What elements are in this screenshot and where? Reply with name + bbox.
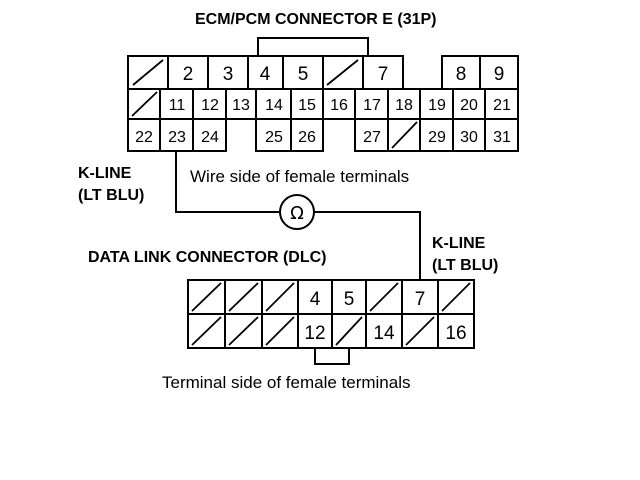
ecm-pin-label: 2: [183, 64, 194, 85]
ecm-cell-15: [290, 88, 324, 120]
ecm-cell-31: [484, 118, 519, 152]
dlc-pin-label: 16: [445, 323, 466, 344]
dlc-cell-7: [401, 279, 439, 315]
ecm-pin-label: 25: [265, 129, 283, 146]
dlc-cell-blank-10-slash: [228, 316, 259, 346]
dlc-cell-blank-9-slash: [191, 316, 222, 346]
dlc-cell-blank-15-slash: [405, 316, 435, 346]
ecm-cell-23: [159, 118, 194, 152]
ecm-cell-12: [192, 88, 227, 120]
ecm-pin-label: 27: [363, 129, 381, 146]
dlc-cell-blank-3-slash: [265, 282, 295, 312]
dlc-terminal-side-caption: Terminal side of female terminals: [162, 373, 410, 392]
dlc-pin-label: 7: [415, 289, 426, 310]
ecm-pin-label: 5: [298, 64, 309, 85]
ecm-pin-label: 20: [460, 97, 478, 114]
ecm-connector: 2 3 4 5 7 8 9 11 12 13 14 15 16 17 18 19…: [127, 37, 519, 152]
ecm-cell-blank-1-slash: [132, 59, 164, 86]
dlc-cell-blank-1-slash: [191, 282, 222, 312]
ecm-pin-label: 13: [232, 97, 250, 114]
ecm-pin-label: 12: [201, 97, 219, 114]
dlc-pin-label: 12: [304, 323, 325, 344]
dlc-cell-blank-2-slash: [228, 282, 259, 312]
dlc-title: DATA LINK CONNECTOR (DLC): [88, 249, 327, 266]
ecm-pin-label: 16: [330, 97, 348, 114]
ecm-pin-label: 11: [169, 97, 186, 114]
ecm-cell-21: [484, 88, 519, 120]
ecm-pin-label: 29: [428, 129, 446, 146]
dlc-cell-16: [437, 313, 475, 349]
ecm-pin-label: 4: [260, 64, 271, 85]
dlc-pin-label: 14: [373, 323, 395, 344]
ecm-pin-label: 24: [201, 129, 219, 146]
dlc-pin-label: 5: [344, 289, 355, 310]
ecm-pin-label: 31: [493, 129, 511, 146]
ecm-cell-14: [255, 88, 292, 120]
ecm-pin-label: 19: [428, 97, 446, 114]
dlc-cell-blank-11-slash: [265, 316, 295, 346]
k-line-color-right: (LT BLU): [432, 257, 498, 274]
ecm-cell-29: [419, 118, 454, 152]
ecm-wire-side-caption: Wire side of female terminals: [190, 167, 409, 186]
ecm-cell-blank-28-slash: [391, 121, 418, 149]
ecm-cell-30: [452, 118, 486, 152]
ecm-cell-25: [255, 118, 292, 152]
dlc-cell-blank-13-slash: [335, 316, 363, 346]
ecm-cell-17: [354, 88, 389, 120]
ecm-pin-label: 8: [456, 64, 467, 85]
ecm-pin-label: 15: [298, 97, 316, 114]
ecm-pin-label: 23: [168, 129, 186, 146]
ecm-cell-7: [362, 55, 404, 90]
test-wiring: Ω: [175, 151, 421, 282]
dlc-pin-label: 4: [310, 289, 321, 310]
k-line-label-left: K-LINE: [78, 165, 132, 182]
ohm-symbol: Ω: [290, 203, 304, 224]
ecm-pin-label: 14: [265, 97, 283, 114]
ecm-cell-19: [419, 88, 454, 120]
ecm-pin-label: 22: [135, 129, 153, 146]
ecm-pin-label: 18: [395, 97, 413, 114]
ecm-cell-26: [290, 118, 324, 152]
ecm-cell-13: [225, 88, 257, 120]
k-line-wire-ecm: [175, 151, 280, 213]
ecm-pin-label: 7: [378, 64, 389, 85]
ecm-cell-16: [322, 88, 356, 120]
dlc-connector: 4 5 7 12 14 16: [187, 279, 475, 365]
ecm-pin-label: 21: [493, 97, 511, 114]
ecm-cell-blank-10-slash: [131, 91, 158, 117]
dlc-cell-blank-6-slash: [369, 282, 399, 312]
ecm-cell-blank-6-slash: [326, 59, 359, 86]
ecm-cell-22: [127, 118, 161, 152]
dlc-cell-5: [331, 279, 367, 315]
dlc-cell-blank-8-slash: [441, 282, 471, 312]
k-line-label-right: K-LINE: [432, 235, 486, 252]
ecm-cell-24: [192, 118, 227, 152]
ecm-pin-label: 9: [494, 64, 505, 85]
ecm-pin-label: 17: [363, 97, 381, 114]
ecm-locking-tab: [257, 37, 369, 56]
ecm-connector-title: ECM/PCM CONNECTOR E (31P): [195, 11, 437, 28]
k-line-wire-dlc: [314, 211, 421, 282]
k-line-color-left: (LT BLU): [78, 187, 144, 204]
ecm-pin-label: 30: [460, 129, 478, 146]
dlc-locking-tab: [314, 348, 350, 365]
dlc-cell-14: [365, 313, 403, 349]
ecm-pin-label: 3: [223, 64, 234, 85]
ecm-pin-label: 26: [298, 129, 316, 146]
